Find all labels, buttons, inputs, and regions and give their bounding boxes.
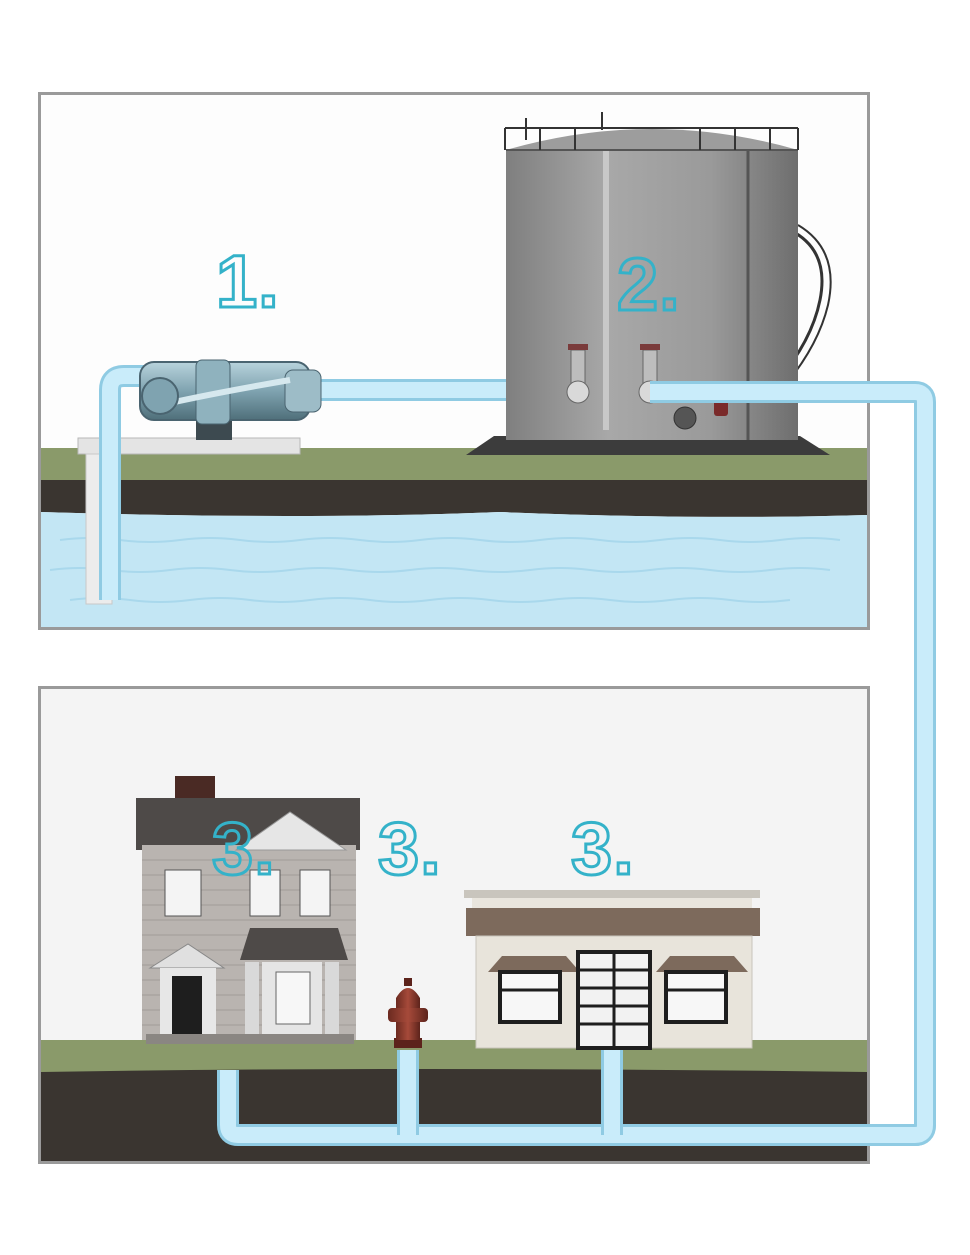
step-label-storage-tank: 2. [617, 248, 681, 322]
step-label-house: 3. [212, 812, 276, 886]
step-label-business: 3. [571, 812, 635, 886]
water-source-panel [38, 92, 870, 630]
step-label-hydrant: 3. [378, 812, 442, 886]
distribution-panel [38, 686, 870, 1164]
step-label-pump: 1. [216, 245, 280, 319]
